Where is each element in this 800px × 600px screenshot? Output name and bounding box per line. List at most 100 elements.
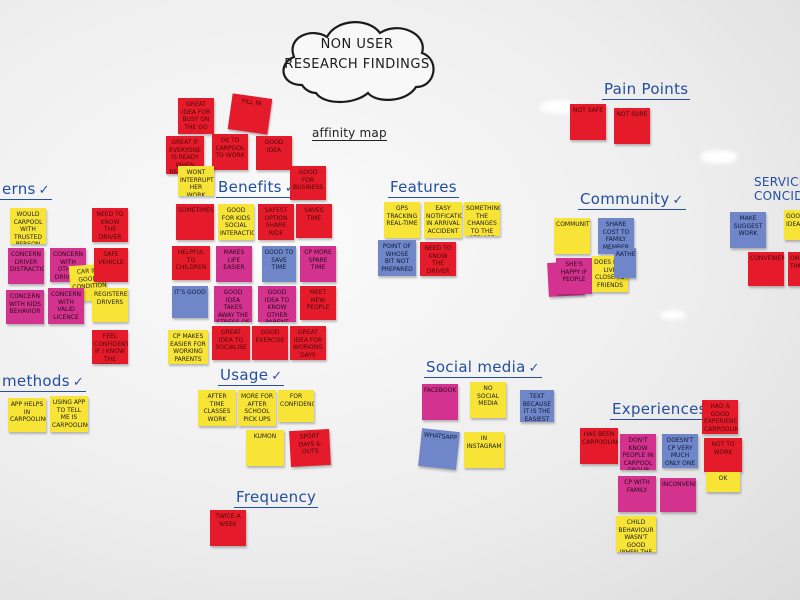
sticky-note: good idea takes away the stress of drivi… [214,286,252,322]
light-glare [700,150,738,164]
heading-usage-text: Usage [220,366,269,384]
heading-service-line-2: CONCIDERM [754,189,800,203]
sticky-note: registered drivers [92,288,128,322]
heading-benefits-text: Benefits [218,178,282,196]
light-glare [660,310,686,320]
check-icon: ✓ [672,193,684,208]
sticky-note: in instagram [464,432,504,468]
sticky-note: not to work [704,438,742,472]
sticky-note: cp more spare time [300,246,336,282]
sticky-note: makes life easier [216,246,252,282]
cloud-outline [282,21,435,104]
check-icon: ✓ [271,369,283,384]
cloud-title-line-1: NON USER [320,37,394,52]
sticky-note: had a good experience carpooling [702,400,738,434]
sticky-note: good for kids social interactions [218,204,254,240]
heading-methods: methods✓ [0,372,87,392]
sticky-note: safe vehicle [94,248,128,282]
sticky-note: sport days & outs [289,428,331,468]
heading-experiences: Experiences [610,400,709,420]
check-icon: ✓ [72,375,85,390]
sticky-note: great idea for working days [290,326,326,360]
sticky-note: concern with other drivers [50,248,86,282]
sticky-note: meet new people [300,286,336,320]
heading-features: Features [388,178,459,198]
sticky-note: text because it is the easiest [520,390,554,422]
sticky-note: good idea [784,210,800,240]
sticky-note: wont interrupt her work [178,166,214,196]
light-glare [540,100,578,114]
sticky-note: make suggest work [730,212,766,248]
sticky-note: rather [614,248,636,278]
sticky-note: has been carpooling [580,428,618,464]
sticky-note: great idea for busy on the go [178,98,214,134]
sticky-note: on time [788,252,800,286]
sticky-note: ok to carpool to work [212,134,248,170]
sticky-note: using app to tell me is carpooling [50,396,88,432]
sticky-note: ok [706,472,740,492]
sticky-note: fill in [227,93,273,135]
sticky-note: not sure [614,108,650,144]
sticky-note: after time classes work [198,390,236,426]
sticky-note: cp with family [618,476,656,512]
heading-benefits: Benefits✓ [216,178,299,198]
heading-experiences-text: Experiences [612,400,707,418]
sticky-note: good to save time [262,246,296,282]
sticky-note: facebook [422,384,458,420]
heading-pain-points-text: Pain Points [604,80,689,98]
heading-concerns: erns✓ [0,180,52,200]
sticky-note: whatsapp [418,428,460,470]
heading-community: Community✓ [578,190,686,210]
title-cloud: NON USER RESEARCH FINDINGS [272,15,442,105]
sticky-note: great idea to socialise [212,326,250,360]
sticky-note: something the changes to the service [464,202,500,236]
sticky-note: app helps in carpooling [8,398,46,432]
sticky-note: for confidence [278,390,314,422]
sticky-note: helpful to children [172,246,210,280]
sticky-note: good idea [256,136,292,170]
sticky-note: more for after school pick ups [238,390,276,426]
sticky-note: good exercise [252,326,288,360]
sticky-note: concern with valid licence [48,288,84,324]
sticky-note: point of whose bit not prepared [378,240,416,276]
heading-usage: Usage✓ [218,366,285,386]
check-icon: ✓ [528,361,540,376]
heading-community-text: Community [580,190,670,208]
sticky-note: good idea to know other parent [258,286,296,322]
heading-social-media: Social media✓ [424,358,542,378]
sticky-note: inconvenient [660,478,696,512]
sticky-note: child behaviour wasn't good when the par… [616,516,656,552]
sticky-note: not safe [570,104,606,140]
sticky-note: need to know the driver [420,242,456,276]
sticky-note: it's good [172,286,208,318]
sticky-note: convenient [748,252,784,286]
affinity-map-label: affinity map [312,126,387,141]
sticky-note: she's happy if people [556,258,592,294]
heading-concerns-text: erns [2,180,36,198]
heading-frequency-text: Frequency [236,488,317,506]
heading-social-media-text: Social media [426,358,526,376]
heading-service: SERVICE CONCIDERM [752,175,800,204]
sticky-note: sometimes [176,204,214,240]
check-icon: ✓ [38,183,50,198]
sticky-note: saves time [296,204,332,238]
sticky-note: safest option share ride [258,204,294,240]
heading-methods-text: methods [2,372,70,390]
sticky-note: cp makes easier for working parents [168,330,208,364]
sticky-note: doesn't cp very much only one [662,434,698,468]
sticky-note: good for business [290,166,326,200]
heading-service-line-1: SERVICE [754,175,800,189]
heading-pain-points: Pain Points [602,80,691,100]
sticky-note: don't know people in carpool group [620,434,656,470]
heading-features-text: Features [390,178,457,196]
sticky-note: no social media [470,382,506,418]
sticky-note: feel confident if i know the person [92,330,128,364]
sticky-note: concern with kids behavior [6,290,44,324]
sticky-note: would carpool with trusted person [10,208,46,244]
cloud-title-line-2: RESEARCH FINDINGS [284,57,430,72]
sticky-note: community [554,218,590,254]
sticky-note: concern driver distraction [8,248,44,284]
sticky-note: twice a week [210,510,246,546]
cloud-title: NON USER RESEARCH FINDINGS [272,35,442,75]
